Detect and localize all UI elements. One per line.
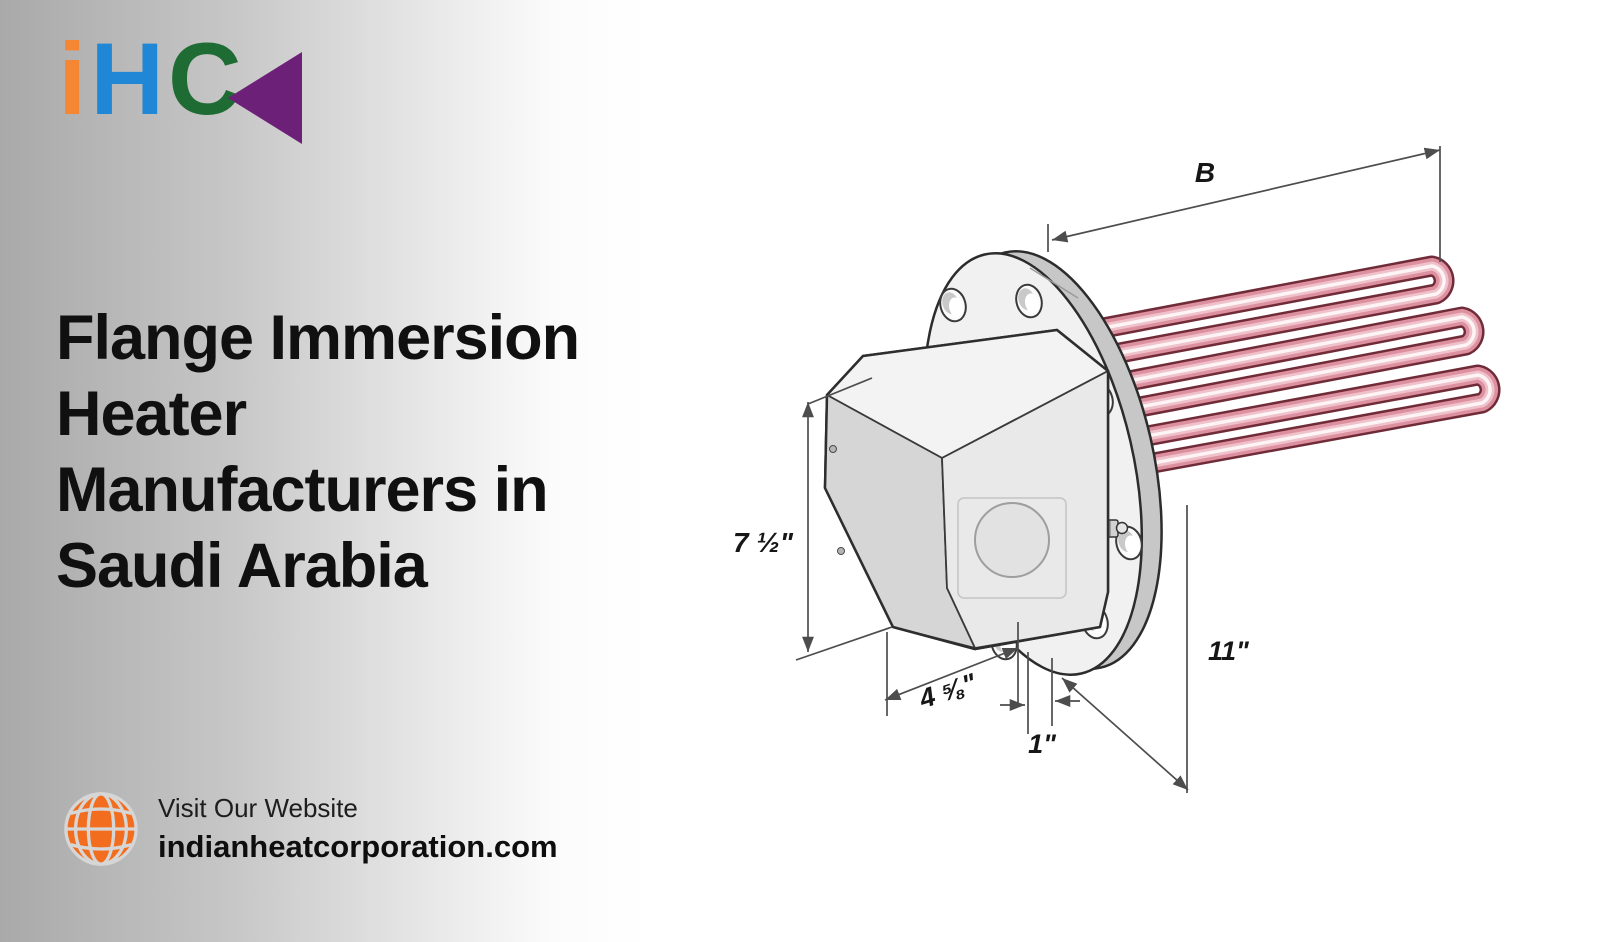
dim-thickness-label: 1" [1028,729,1057,759]
dimension-thickness: 1" [1000,652,1080,759]
dim-height-ext-bottom [795,626,893,661]
globe-icon [64,792,138,866]
dim-width-label: 4 ⅝" [915,667,981,714]
flange-heater-diagram: B 7 ½" 4 ⅝" 1" 11" [733,146,1501,793]
headline-line-4: Saudi Arabia [56,531,428,601]
visit-label: Visit Our Website [158,793,358,823]
dim-height-ext-top [807,377,873,405]
heating-element-1 [1080,255,1455,371]
headline-line-2: Heater [56,379,247,449]
dimension-b: B [1047,146,1441,262]
dim-diameter-line [1061,677,1189,791]
heating-element-3 [1080,364,1501,487]
page-title: Flange Immersion Heater Manufacturers in… [56,300,636,604]
logo-letter-c: C [168,22,246,136]
ihc-logo-letters: iHC [58,28,318,130]
dim-diameter-label: 11" [1208,636,1250,666]
dimension-width: 4 ⅝" [884,622,1019,716]
dim-b-line [1051,147,1441,243]
dimension-height: 7 ½" [733,377,893,661]
logo-letter-h: H [90,22,169,136]
headline-line-3: Manufacturers in [56,455,549,525]
heating-elements [1080,255,1501,487]
dimension-diameter: 11" [1061,505,1250,793]
footer: Visit Our Website indianheatcorporation.… [62,790,558,868]
website-link[interactable]: indianheatcorporation.com [158,829,558,864]
ihc-logo: iHC [58,28,318,148]
headline-line-1: Flange Immersion [56,303,580,373]
dim-width-line [884,647,1019,701]
hex-head [823,328,1110,651]
heating-element-2 [1080,306,1485,429]
hex-knockout [974,502,1050,578]
logo-letter-i: i [58,22,91,136]
dim-height-label: 7 ½" [733,527,794,558]
dim-b-label: B [1195,157,1215,188]
footer-text: Visit Our Website indianheatcorporation.… [158,793,558,865]
